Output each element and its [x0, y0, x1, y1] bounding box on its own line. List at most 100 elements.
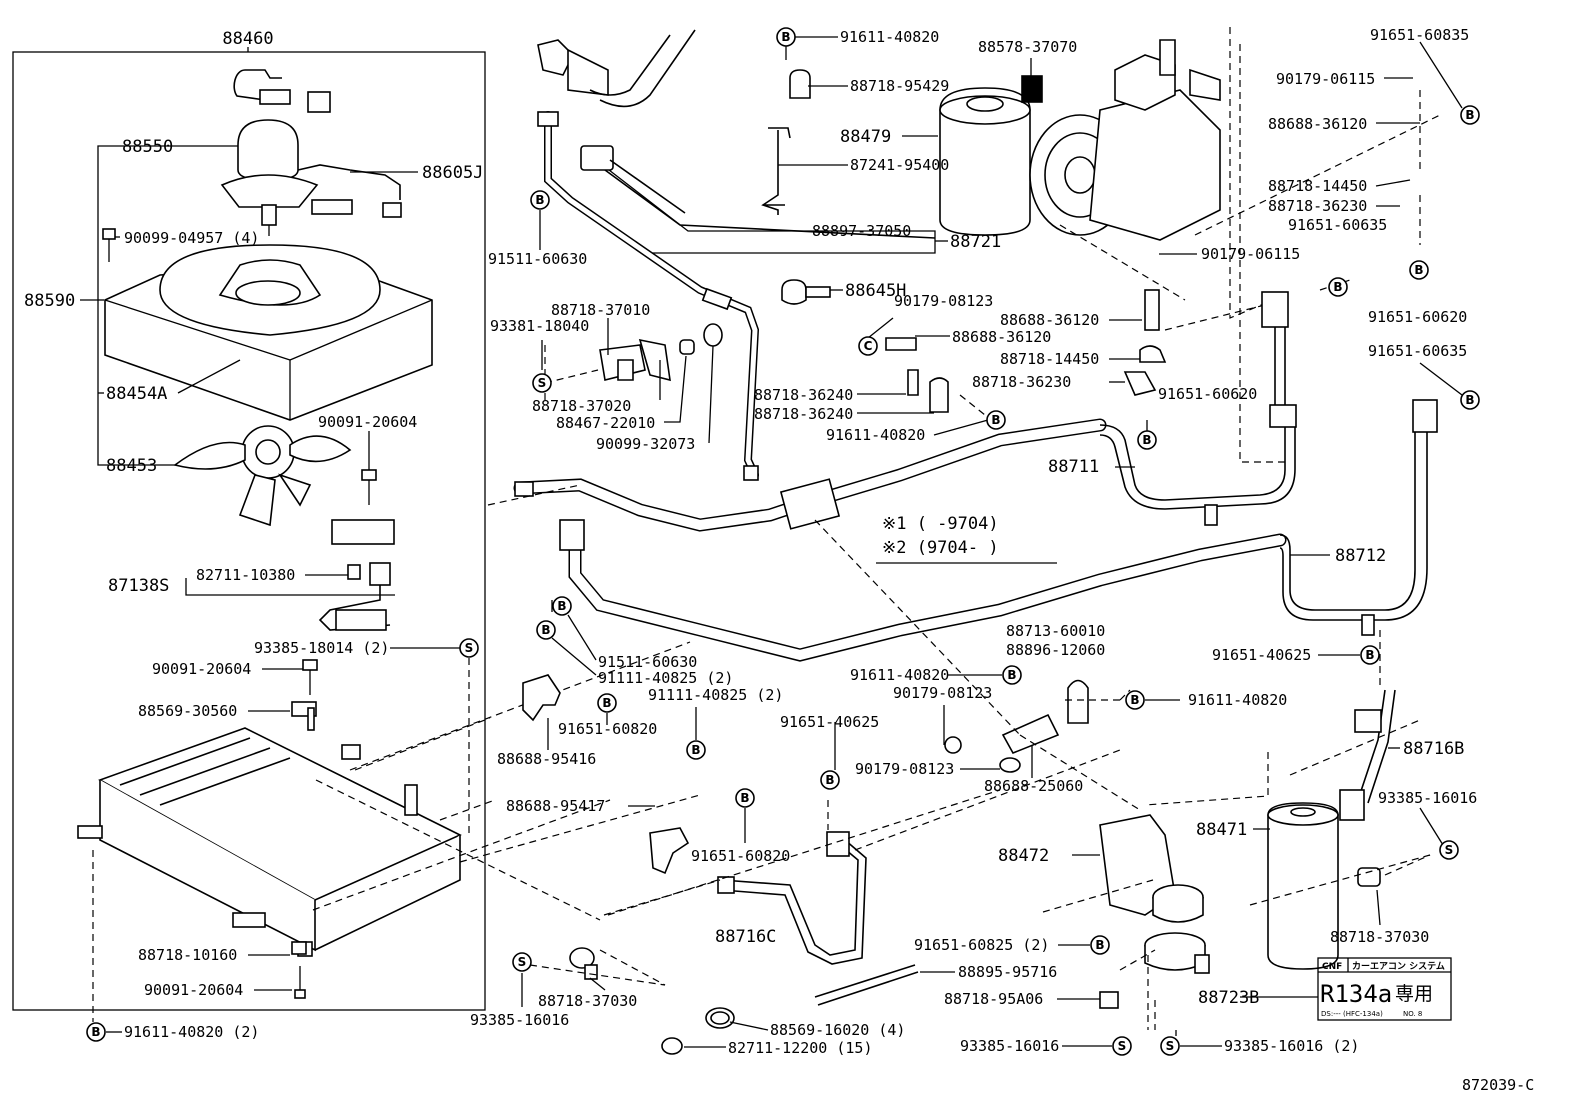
legend-note-1: ※1 ( -9704) [882, 514, 999, 534]
hose-88712-drawing [559, 399, 1438, 662]
label-header-left: CNF [1322, 962, 1342, 972]
svg-text:C: C [864, 339, 873, 353]
part-label: 88718-10160 [138, 946, 237, 964]
tube-88895-drawing [814, 964, 919, 1006]
label-fine-left: DS:--- (HFC-134a) [1321, 1010, 1383, 1018]
svg-text:B: B [557, 599, 566, 613]
bracket-87241-drawing [761, 69, 811, 215]
part-label: 91611-40820 [1188, 691, 1287, 709]
marker-s: S [532, 373, 552, 393]
part-label: 88718-36240 [754, 405, 853, 423]
part-label: 88467-22010 [556, 414, 655, 432]
part-label: 87138S [108, 576, 169, 596]
svg-text:S: S [1166, 1039, 1175, 1053]
part-label: 90091-20604 [152, 660, 251, 678]
svg-text:B: B [91, 1025, 100, 1039]
pressure-switch-drawing [781, 279, 831, 305]
part-label: 88688-36120 [1268, 115, 1367, 133]
part-label: 88721 [950, 232, 1001, 252]
svg-text:B: B [1095, 938, 1104, 952]
clip-parts-drawing [599, 289, 1167, 413]
cooling-fan-drawing [173, 425, 352, 527]
part-label: 90179-08123 [894, 292, 993, 310]
part-label: 88718-37030 [1330, 928, 1429, 946]
receiver-88479-drawing [939, 75, 1043, 236]
part-label: 91111-40825 (2) [648, 686, 783, 704]
svg-text:B: B [1414, 263, 1423, 277]
part-label: 88718-36230 [1268, 197, 1367, 215]
part-label: 82711-10380 [196, 566, 295, 584]
part-label: 88688-25060 [984, 777, 1083, 795]
svg-text:S: S [518, 955, 527, 969]
part-label: 88718-37010 [551, 301, 650, 319]
marker-b: B [1137, 430, 1157, 450]
part-label: 88569-30560 [138, 702, 237, 720]
part-label: 90179-06115 [1201, 245, 1300, 263]
part-label: 88578-37070 [978, 38, 1077, 56]
svg-text:B: B [1333, 280, 1342, 294]
part-label: 88897-37050 [812, 222, 911, 240]
label-plate-88723B: CNF カーエアコン システム R134a 専用 DS:--- (HFC-134… [1317, 957, 1452, 1021]
part-label: 93385-16016 (2) [1224, 1037, 1359, 1055]
hose-88711-drawing [513, 291, 1297, 532]
part-label: 88718-37030 [538, 992, 637, 1010]
part-label: 88718-95A06 [944, 990, 1043, 1008]
diagram-code: 872039-C [1462, 1076, 1534, 1094]
marker-s: S [512, 952, 532, 972]
part-label: 90099-32073 [596, 435, 695, 453]
marker-b: B [820, 770, 840, 790]
part-label: 88471 [1196, 820, 1247, 840]
svg-text:B: B [691, 743, 700, 757]
svg-text:B: B [541, 623, 550, 637]
bolt-90099-drawing [102, 228, 116, 262]
svg-text:S: S [465, 641, 474, 655]
part-label: 88712 [1335, 546, 1386, 566]
pipe-88716C-drawing [717, 831, 867, 965]
part-label: 91651-60620 [1368, 308, 1467, 326]
part-label: 88716C [715, 927, 776, 947]
part-label: 88718-14450 [1000, 350, 1099, 368]
svg-text:S: S [1445, 843, 1454, 857]
label-fine-right: NO. 8 [1403, 1010, 1422, 1018]
marker-b: B [552, 596, 572, 616]
brackets-center-drawing [522, 674, 1089, 875]
bolt-screw-markers: B B S C B B B B B B S B B B B B B B B B … [86, 27, 1480, 1056]
part-label: 93385-16016 [1378, 789, 1477, 807]
part-label: 88569-16020 (4) [770, 1021, 905, 1039]
marker-b: B [1460, 105, 1480, 125]
condenser-drawing [77, 701, 462, 999]
part-label: 90091-20604 [318, 413, 417, 431]
part-label: 87241-95400 [850, 156, 949, 174]
part-label: 93385-16016 [960, 1037, 1059, 1055]
receiver-88471-drawing [1267, 802, 1339, 970]
part-label: 88895-95716 [958, 963, 1057, 981]
marker-b: B [597, 693, 617, 713]
part-label: 88713-60010 [1006, 622, 1105, 640]
svg-text:B: B [1365, 648, 1374, 662]
marker-b: B [1002, 665, 1022, 685]
part-labels: 88550 88605J 90099-04957 (4) 88590 88454… [24, 26, 1534, 1094]
part-label: 88688-95417 [506, 797, 605, 815]
part-label: 91511-60630 [598, 653, 697, 671]
label-suffix: 専用 [1395, 983, 1433, 1005]
part-label: 90179-08123 [893, 684, 992, 702]
svg-text:B: B [991, 413, 1000, 427]
left-dashed-refs [92, 641, 701, 1022]
fan-motor-drawing [220, 69, 402, 236]
leader-lines [521, 36, 1463, 1048]
legend-note-2: ※2 (9704- ) [882, 538, 999, 558]
marker-b: B [1125, 690, 1145, 710]
part-label: 91611-40820 [826, 426, 925, 444]
part-label: 91651-40625 [780, 713, 879, 731]
part-label: 88472 [998, 846, 1049, 866]
marker-b: B [1090, 935, 1110, 955]
part-label: 88723B [1198, 988, 1259, 1008]
fan-assembly-box: 88460 [12, 29, 486, 1011]
label-header-right: カーエアコン システム [1352, 961, 1445, 972]
part-label: 91611-40820 (2) [124, 1023, 259, 1041]
part-label: 91651-60820 [558, 720, 657, 738]
center-dashed-refs [487, 90, 1431, 1030]
svg-text:B: B [781, 30, 790, 44]
part-label: 90179-08123 [855, 760, 954, 778]
